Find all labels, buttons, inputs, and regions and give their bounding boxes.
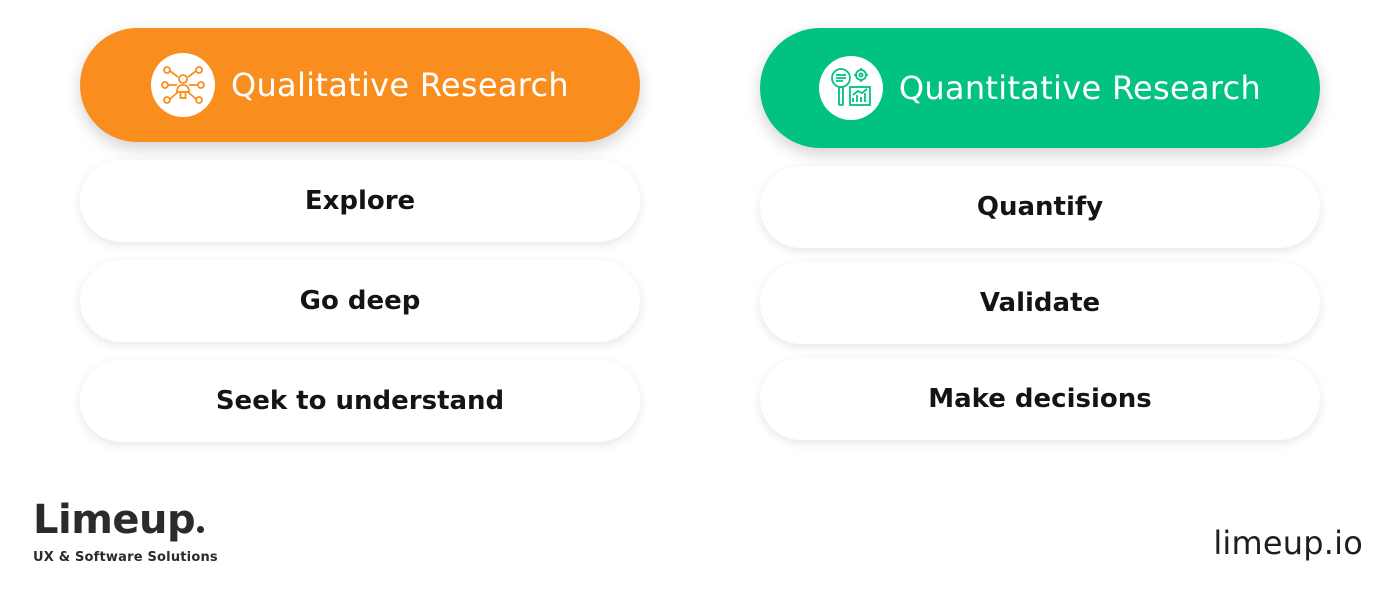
brand-logo: Limeup UX & Software Solutions bbox=[33, 500, 218, 565]
quantitative-item-quantify: Quantify bbox=[760, 166, 1320, 248]
brand-name: Limeup bbox=[33, 497, 196, 543]
quantitative-header: Quantitative Research bbox=[760, 28, 1320, 148]
quantitative-item-make-decisions: Make decisions bbox=[760, 358, 1320, 440]
brand-dot bbox=[197, 526, 205, 533]
qualitative-item-explore: Explore bbox=[80, 160, 640, 242]
quantitative-column: Quantitative Research Quantify Validate … bbox=[760, 28, 1320, 440]
qualitative-column: Qualitative Research Explore Go deep See… bbox=[80, 28, 640, 442]
network-person-icon bbox=[150, 53, 215, 117]
qualitative-item-go-deep: Go deep bbox=[80, 260, 640, 342]
qualitative-item-seek-to-understand: Seek to understand bbox=[80, 360, 640, 442]
brand-tagline: UX & Software Solutions bbox=[33, 550, 218, 565]
analytics-magnifier-icon bbox=[818, 56, 883, 120]
quantitative-title: Quantitative Research bbox=[898, 69, 1262, 107]
qualitative-title: Qualitative Research bbox=[230, 66, 570, 104]
site-url: limeup.io bbox=[1213, 524, 1363, 562]
qualitative-header: Qualitative Research bbox=[80, 28, 640, 142]
quantitative-item-validate: Validate bbox=[760, 262, 1320, 344]
